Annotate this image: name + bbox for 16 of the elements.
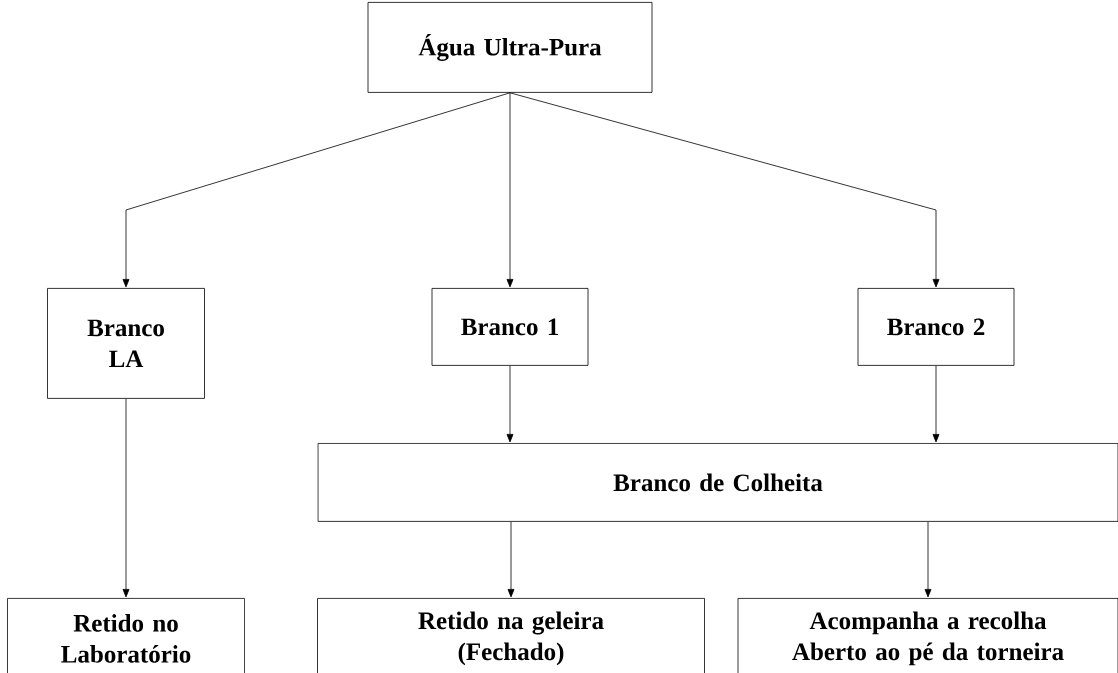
arrow bbox=[507, 521, 515, 598]
process-box: Retido no Laboratório bbox=[7, 598, 245, 673]
arrow bbox=[509, 92, 940, 288]
arrow bbox=[122, 92, 511, 288]
arrow bbox=[932, 365, 940, 443]
arrow bbox=[506, 92, 514, 288]
process-box: Água Ultra-Pura bbox=[367, 2, 653, 93]
arrow bbox=[924, 521, 932, 598]
process-box: Branco 1 bbox=[431, 288, 589, 366]
arrow bbox=[122, 398, 130, 598]
process-box: Retido na geleira (Fechado) bbox=[317, 598, 705, 673]
process-box: Branco de Colheita bbox=[317, 443, 1118, 522]
process-box: Branco LA bbox=[47, 288, 205, 399]
arrow bbox=[506, 365, 514, 443]
process-box: Acompanha a recolha Aberto ao pé da torneira bbox=[737, 598, 1118, 673]
process-box: Branco 2 bbox=[857, 288, 1015, 366]
